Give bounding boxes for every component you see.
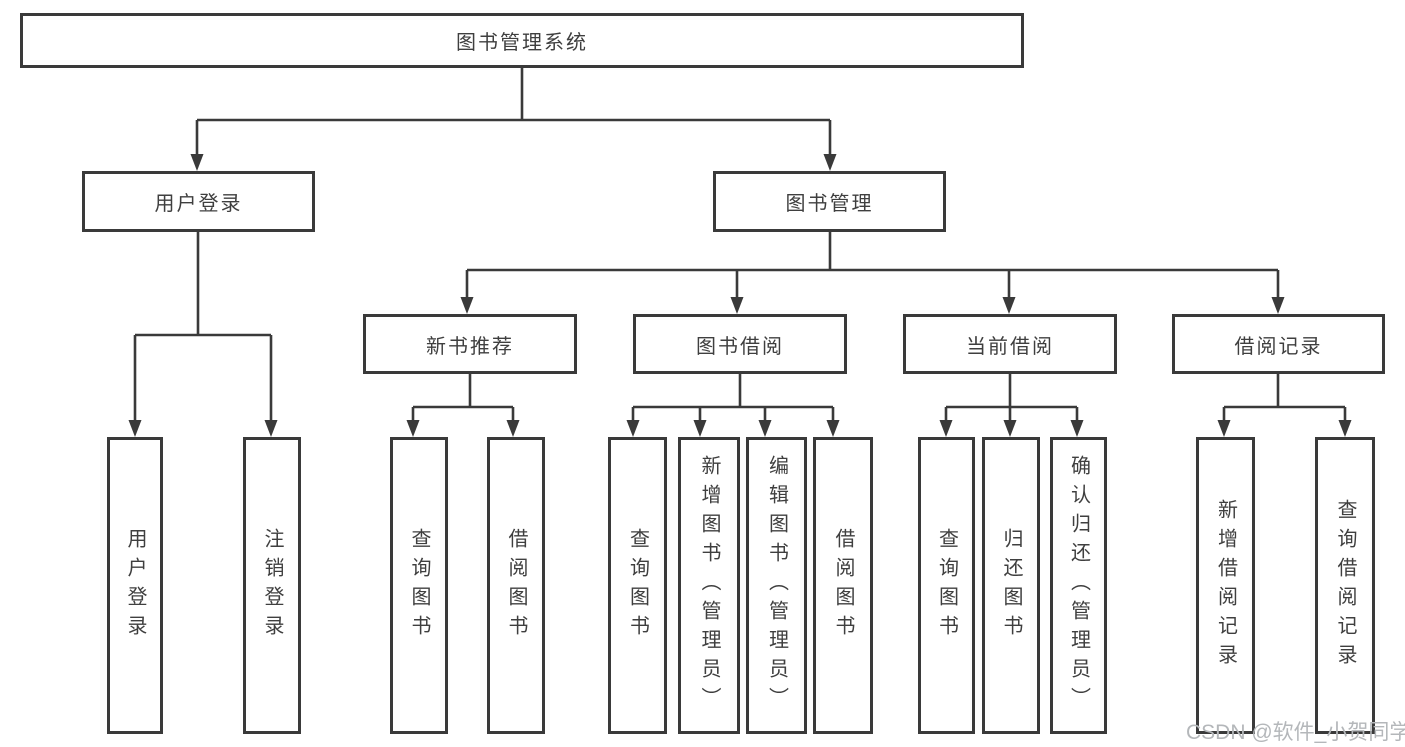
node-new-book-recommend-label: 新书推荐 bbox=[426, 335, 514, 358]
leaf-add-borrow-record-label: 新增借阅记录 bbox=[1214, 498, 1237, 673]
node-root-label: 图书管理系统 bbox=[456, 32, 588, 54]
node-user-login-label: 用户登录 bbox=[154, 193, 243, 215]
leaf-current-query-books: 查询图书 bbox=[918, 437, 975, 734]
node-book-management-label: 图书管理 bbox=[785, 193, 874, 215]
leaf-edit-books-admin-label: 编辑图书（管理员） bbox=[765, 455, 788, 716]
leaf-confirm-return-admin: 确认归还（管理员） bbox=[1050, 437, 1107, 734]
leaf-recommend-borrow-books: 借阅图书 bbox=[487, 437, 545, 734]
leaf-return-books-label: 归还图书 bbox=[1000, 527, 1022, 644]
node-current-borrow: 当前借阅 bbox=[903, 314, 1117, 374]
leaf-logout-label: 注销登录 bbox=[261, 527, 283, 644]
leaf-return-books: 归还图书 bbox=[982, 437, 1040, 734]
node-new-book-recommend: 新书推荐 bbox=[363, 314, 577, 374]
leaf-user-login-label: 用户登录 bbox=[124, 527, 146, 644]
leaf-add-books-admin-label: 新增图书（管理员） bbox=[698, 455, 720, 716]
node-book-borrow-label: 图书借阅 bbox=[696, 335, 784, 358]
leaf-recommend-query-books: 查询图书 bbox=[390, 437, 448, 734]
node-book-borrow: 图书借阅 bbox=[633, 314, 847, 374]
leaf-query-borrow-record: 查询借阅记录 bbox=[1315, 437, 1375, 734]
leaf-borrow-query-books-label: 查询图书 bbox=[626, 527, 649, 644]
node-root: 图书管理系统 bbox=[20, 13, 1024, 68]
leaf-current-query-books-label: 查询图书 bbox=[935, 527, 958, 644]
node-book-management: 图书管理 bbox=[713, 171, 946, 232]
node-borrow-records-label: 借阅记录 bbox=[1234, 335, 1323, 358]
leaf-borrow-books-label: 借阅图书 bbox=[832, 527, 854, 644]
leaf-recommend-borrow-books-label: 借阅图书 bbox=[505, 527, 527, 644]
leaf-query-borrow-record-label: 查询借阅记录 bbox=[1334, 498, 1356, 673]
leaf-logout: 注销登录 bbox=[243, 437, 301, 734]
node-user-login: 用户登录 bbox=[82, 171, 315, 232]
node-borrow-records: 借阅记录 bbox=[1172, 314, 1385, 374]
csdn-watermark: CSDN @软件_小贺同学 bbox=[1186, 721, 1405, 744]
leaf-confirm-return-admin-label: 确认归还（管理员） bbox=[1067, 455, 1090, 716]
leaf-user-login: 用户登录 bbox=[107, 437, 163, 734]
leaf-add-borrow-record: 新增借阅记录 bbox=[1196, 437, 1255, 734]
leaf-borrow-books: 借阅图书 bbox=[813, 437, 873, 734]
node-current-borrow-label: 当前借阅 bbox=[966, 335, 1054, 358]
leaf-edit-books-admin: 编辑图书（管理员） bbox=[746, 437, 807, 734]
leaf-add-books-admin: 新增图书（管理员） bbox=[678, 437, 740, 734]
leaf-recommend-query-books-label: 查询图书 bbox=[408, 527, 430, 644]
leaf-borrow-query-books: 查询图书 bbox=[608, 437, 667, 734]
arrowhead-icons bbox=[128, 154, 1352, 437]
